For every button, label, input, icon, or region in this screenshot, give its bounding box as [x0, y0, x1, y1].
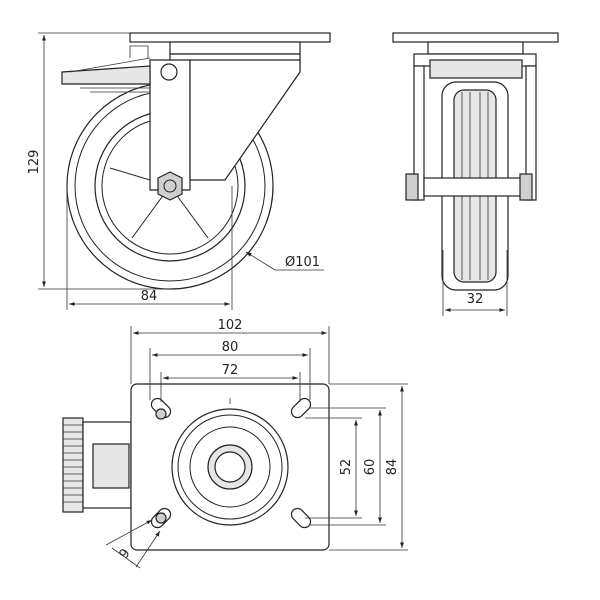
top-brake-arm-inner	[92, 443, 130, 489]
side-pivot	[160, 63, 178, 81]
front-left-nut	[405, 173, 419, 201]
front-brake	[429, 59, 523, 79]
label-hole-diameter: 9	[117, 546, 134, 561]
label-hole-span-inner: 72	[222, 363, 239, 378]
wheel-diameter-leader: Ø101	[245, 251, 324, 271]
label-plate-height: 84	[385, 459, 400, 476]
front-right-nut	[519, 173, 533, 201]
top-mounting-holes	[150, 397, 312, 529]
label-plate-width: 102	[218, 318, 243, 333]
side-width-dimension: 84	[66, 186, 233, 310]
top-kingpin-hole	[214, 451, 246, 483]
front-view	[392, 32, 559, 291]
side-height-dimension: 129	[27, 32, 170, 290]
side-fork-arm	[149, 59, 191, 191]
top-race-inner	[189, 426, 271, 508]
front-width-dimension: 32	[442, 250, 508, 316]
front-axle	[423, 177, 527, 197]
top-plate-height-dimension: 84	[329, 383, 408, 551]
side-brake-bar	[69, 45, 151, 73]
top-view	[62, 383, 330, 551]
label-wheel-diameter: Ø101	[285, 255, 320, 270]
label-hole-span-outer: 80	[222, 340, 239, 355]
label-width-side: 84	[141, 289, 158, 304]
top-plate-width-dimension: 102	[130, 318, 330, 384]
side-view	[61, 32, 331, 290]
side-plate-boss	[169, 41, 301, 55]
side-hub-center	[163, 179, 177, 193]
front-plate-boss	[427, 41, 524, 55]
side-brake-pedal	[61, 65, 151, 85]
label-hole-span-v-outer: 60	[363, 459, 378, 476]
side-brake-pad-lines	[80, 87, 150, 93]
front-fork-left-leg	[413, 65, 425, 201]
side-hub-nut	[157, 171, 183, 201]
label-height-total: 129	[27, 150, 42, 175]
top-hole-span-outer-dimension: 80	[149, 340, 311, 400]
label-wheel-width: 32	[467, 292, 484, 307]
top-brake-ribs	[63, 424, 83, 503]
side-fork-brace	[189, 59, 301, 181]
top-race-ring	[177, 414, 283, 520]
label-hole-span-v-inner: 52	[339, 459, 354, 476]
top-hole-span-v-outer-dimension: 60	[310, 407, 386, 526]
top-hole-span-v-inner-dimension: 52	[305, 417, 362, 519]
top-hole-span-inner-dimension: 72	[160, 363, 301, 402]
front-top-plate	[392, 32, 559, 43]
side-top-plate	[129, 32, 331, 43]
